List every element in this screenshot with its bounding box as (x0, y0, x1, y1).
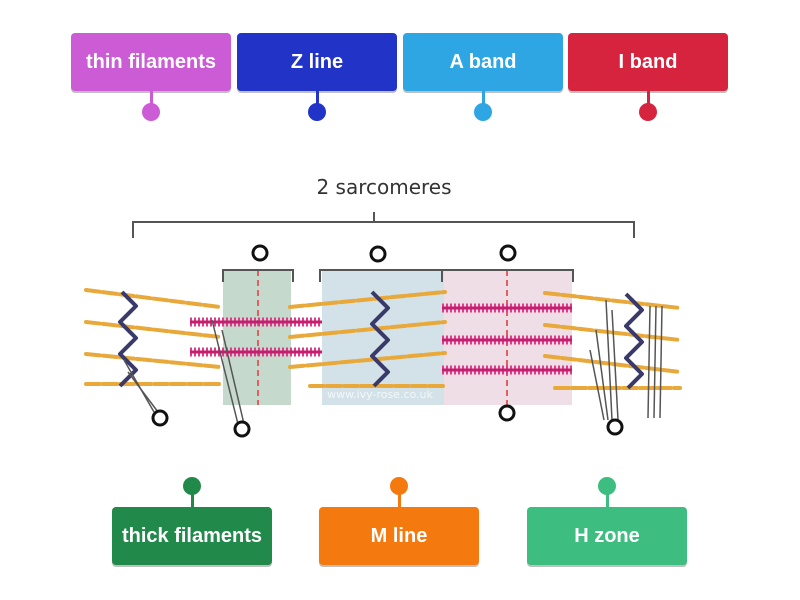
bracket-a-band (441, 269, 574, 282)
sarcomeres-bracket (132, 212, 635, 238)
label-text: A band (449, 50, 517, 73)
label-pin (190, 493, 194, 507)
drop-target-5[interactable] (233, 420, 251, 438)
label-pin-dot (474, 103, 492, 121)
pointer-lines (123, 299, 663, 425)
thin-filaments (84, 288, 682, 390)
label-pin-dot (598, 477, 616, 495)
label-h-zone[interactable]: H zone (527, 477, 687, 565)
label-z-line[interactable]: Z line (237, 33, 397, 121)
label-i-band[interactable]: I band (568, 33, 728, 121)
drop-target-1[interactable] (251, 244, 269, 262)
bracket-h-zone (222, 269, 294, 282)
label-thin-filaments[interactable]: thin filaments (71, 33, 231, 121)
label-a-band[interactable]: A band (403, 33, 563, 121)
label-pin (605, 493, 609, 507)
label-text: Z line (290, 50, 344, 73)
label-thick-filaments[interactable]: thick filaments (112, 477, 272, 565)
watermark: www.ivy-rose.co.uk (327, 388, 433, 401)
drop-target-3[interactable] (499, 244, 517, 262)
label-m-line[interactable]: M line (319, 477, 479, 565)
label-pin (315, 91, 319, 105)
label-text: thin filaments (85, 50, 216, 73)
drop-target-2[interactable] (369, 245, 387, 263)
z-lines (118, 290, 644, 390)
label-pin-dot (390, 477, 408, 495)
label-pin-dot (183, 477, 201, 495)
drop-target-6[interactable] (498, 404, 516, 422)
label-pin (397, 493, 401, 507)
label-text: I band (618, 50, 678, 73)
label-pin (646, 91, 650, 105)
label-text: thick filaments (121, 524, 263, 547)
label-pin-dot (308, 103, 326, 121)
drop-target-7[interactable] (606, 418, 624, 436)
label-text: H zone (574, 524, 640, 547)
diagram-caption: 2 sarcomeres (316, 175, 451, 199)
label-text: M line (370, 524, 428, 547)
drop-target-4[interactable] (151, 409, 169, 427)
label-pin-dot (142, 103, 160, 121)
label-pin-dot (639, 103, 657, 121)
label-pin (481, 91, 485, 105)
label-pin (149, 91, 153, 105)
